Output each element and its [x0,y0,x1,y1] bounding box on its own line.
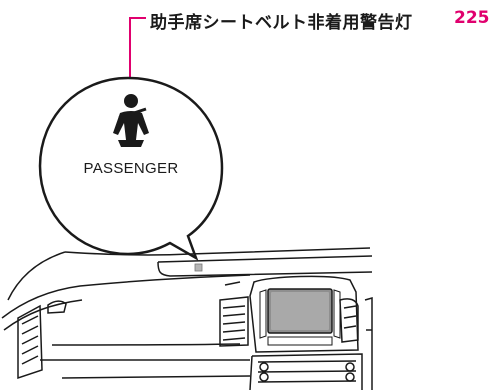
page-reference[interactable]: 225 [454,8,490,28]
center-display [259,288,341,346]
callout-leader-line [127,17,146,83]
callout-title: 助手席シートベルト非着用警告灯 [150,13,413,33]
indicator-location-marker [194,263,203,272]
dashboard-outline [1,247,373,390]
indicator-label: PASSENGER [83,160,179,177]
seatbelt-warning-icon [113,94,149,147]
magnified-indicator-bubble [38,76,224,261]
